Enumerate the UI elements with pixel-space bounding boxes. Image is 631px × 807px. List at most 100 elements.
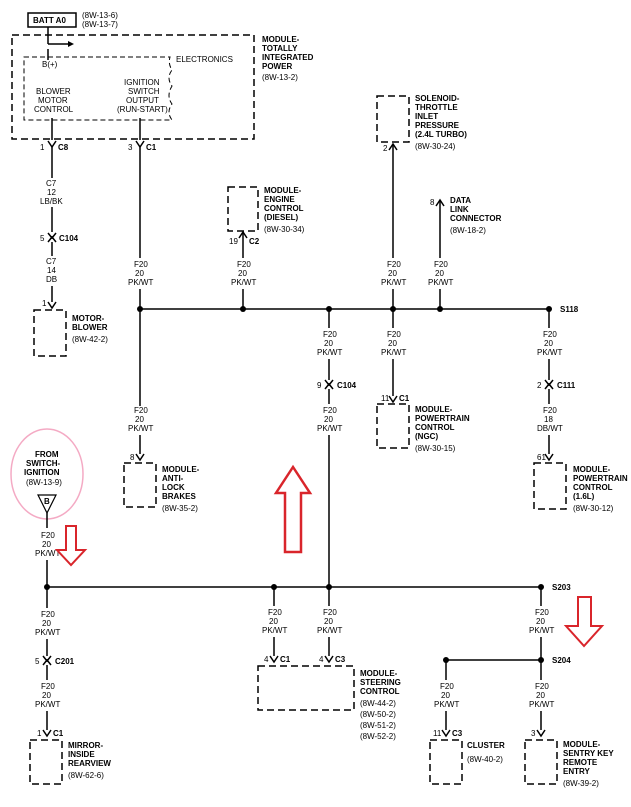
tipm-box	[11, 34, 255, 140]
svg-text:20: 20	[388, 339, 397, 348]
svg-text:MOTOR: MOTOR	[38, 96, 68, 105]
electronics-label: ELECTRONICS	[176, 55, 233, 64]
svg-text:20: 20	[544, 339, 553, 348]
svg-text:MOTOR-: MOTOR-	[72, 314, 105, 323]
svg-text:DB/WT: DB/WT	[537, 424, 563, 433]
svg-text:SENTRY KEY: SENTRY KEY	[563, 749, 614, 758]
ngc-box	[376, 403, 410, 449]
c104b-conn: C104	[337, 381, 357, 390]
wire-f20-mirror1-label: F20 20 PK/WT	[35, 610, 60, 637]
dlc-label: DATA LINK CONNECTOR (8W-18-2)	[450, 196, 502, 235]
svg-text:POWERTRAIN: POWERTRAIN	[573, 474, 628, 483]
svg-text:PK/WT: PK/WT	[317, 424, 342, 433]
wire-f20-from-label: F20 20 PK/WT	[35, 531, 60, 558]
svg-text:(8W-42-2): (8W-42-2)	[72, 335, 108, 344]
svg-text:(1.6L): (1.6L)	[573, 492, 595, 501]
svg-text:F20: F20	[134, 406, 148, 415]
c104b-connector	[324, 379, 334, 390]
svg-text:20: 20	[269, 617, 278, 626]
c111-connector	[544, 379, 554, 390]
svg-text:PK/WT: PK/WT	[381, 278, 406, 287]
svg-text:F20: F20	[323, 406, 337, 415]
sentry-connector	[536, 729, 546, 738]
svg-text:C7: C7	[46, 257, 57, 266]
abs-box	[123, 462, 157, 508]
wire-f20-c104-label: F20 20 PK/WT	[317, 330, 342, 357]
svg-text:CONTROL: CONTROL	[264, 204, 304, 213]
svg-text:OUTPUT: OUTPUT	[126, 96, 159, 105]
solenoid-pin: 2	[383, 144, 388, 153]
svg-text:PK/WT: PK/WT	[128, 278, 153, 287]
svg-text:20: 20	[536, 617, 545, 626]
blower-motor-control-label: BLOWER MOTOR CONTROL	[34, 87, 74, 114]
svg-text:CONTROL: CONTROL	[34, 105, 74, 114]
ecm-pin: 19	[229, 237, 238, 246]
svg-text:20: 20	[435, 269, 444, 278]
c104b-pin: 9	[317, 381, 322, 390]
svg-text:20: 20	[238, 269, 247, 278]
svg-text:CONNECTOR: CONNECTOR	[450, 214, 502, 223]
steer-c3-pin: 4	[319, 655, 324, 664]
svg-text:STEERING: STEERING	[360, 678, 401, 687]
svg-text:18: 18	[544, 415, 553, 424]
steer-c3-conn: C3	[335, 655, 346, 664]
splice-dot	[538, 657, 544, 663]
splice-dot	[137, 306, 143, 312]
svg-text:(8W-30-24): (8W-30-24)	[415, 142, 456, 151]
svg-text:F20: F20	[543, 330, 557, 339]
svg-text:20: 20	[324, 415, 333, 424]
svg-text:F20: F20	[387, 330, 401, 339]
svg-text:20: 20	[135, 415, 144, 424]
svg-text:CONTROL: CONTROL	[360, 687, 400, 696]
svg-text:(8W-39-2): (8W-39-2)	[563, 779, 599, 788]
mirror-box	[29, 739, 63, 785]
solenoid-label: SOLENOID- THROTTLE INLET PRESSURE (2.4L …	[415, 94, 467, 151]
svg-text:F20: F20	[535, 682, 549, 691]
svg-text:PK/WT: PK/WT	[35, 628, 60, 637]
motor-blower-connector	[47, 301, 57, 310]
svg-text:(8W-50-2): (8W-50-2)	[360, 710, 396, 719]
svg-text:F20: F20	[41, 610, 55, 619]
ngc-conn: C1	[399, 394, 410, 403]
svg-text:REMOTE: REMOTE	[563, 758, 598, 767]
wire-f20-pcm16-label: F20 20 PK/WT	[537, 330, 562, 357]
svg-text:F20: F20	[387, 260, 401, 269]
c104a-conn: C104	[59, 234, 79, 243]
c8-conn: C8	[58, 143, 69, 152]
svg-text:BLOWER: BLOWER	[36, 87, 71, 96]
abs-connector	[135, 453, 145, 462]
c201-pin: 5	[35, 657, 40, 666]
svg-text:(NGC): (NGC)	[415, 432, 438, 441]
ignition-switch-output-label: IGNITION SWITCH OUTPUT (RUN-START)	[117, 78, 168, 114]
pcm16-connector	[544, 453, 554, 462]
wire-f20-18-label: F20 18 DB/WT	[537, 406, 563, 433]
ngc-connector	[388, 395, 398, 404]
mirror-pin: 1	[37, 729, 42, 738]
svg-text:PK/WT: PK/WT	[428, 278, 453, 287]
svg-text:IGNITION: IGNITION	[124, 78, 160, 87]
from-switch-label: FROM SWITCH- IGNITION (8W-13-9)	[24, 450, 62, 487]
svg-text:20: 20	[536, 691, 545, 700]
batt-ref2: (8W-13-7)	[82, 20, 118, 29]
steer-c3-connector	[324, 655, 334, 664]
svg-text:(RUN-START): (RUN-START)	[117, 105, 168, 114]
dlc-pin: 8	[430, 198, 435, 207]
svg-text:INLET: INLET	[415, 112, 438, 121]
abs-pin: 8	[130, 453, 135, 462]
cluster-ref: (8W-40-2)	[467, 755, 503, 764]
wire-f20-sol-label: F20 20 PK/WT	[381, 260, 406, 287]
wire-f20-ngc-label: F20 20 PK/WT	[381, 330, 406, 357]
svg-text:F20: F20	[134, 260, 148, 269]
svg-text:20: 20	[135, 269, 144, 278]
svg-text:LB/BK: LB/BK	[40, 197, 63, 206]
svg-text:(8W-18-2): (8W-18-2)	[450, 226, 486, 235]
c201-conn: C201	[55, 657, 75, 666]
wire-f20-sentry-label: F20 20 PK/WT	[529, 682, 554, 709]
svg-text:MODULE-: MODULE-	[573, 465, 611, 474]
svg-text:ANTI-: ANTI-	[162, 474, 184, 483]
svg-text:PK/WT: PK/WT	[317, 348, 342, 357]
cluster-title: CLUSTER	[467, 741, 505, 750]
svg-text:IGNITION: IGNITION	[24, 468, 60, 477]
